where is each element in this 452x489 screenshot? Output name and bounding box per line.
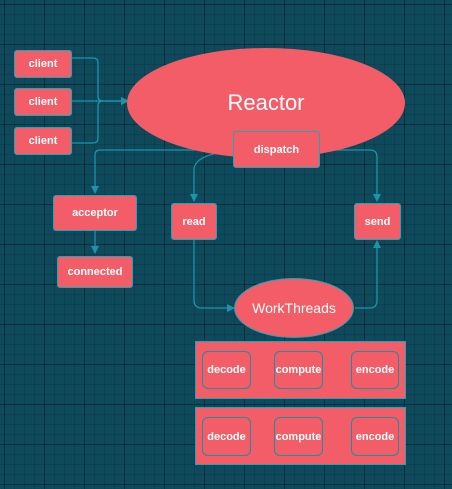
dispatch-node: dispatch — [233, 131, 320, 168]
decode-node-1: decode — [202, 351, 251, 389]
read-node: read — [171, 203, 217, 240]
connector-client3-reactor — [72, 97, 129, 144]
connector-client1-reactor — [72, 57, 129, 105]
client-node-3: client — [14, 127, 72, 155]
connector-dispatch-send — [318, 149, 381, 202]
client-node-1: client — [14, 50, 72, 78]
client-node-2: client — [14, 88, 72, 116]
send-node: send — [354, 203, 401, 240]
encode-node-2: encode — [351, 417, 399, 456]
connector-workthreads-send — [355, 240, 381, 309]
acceptor-node: acceptor — [53, 195, 137, 231]
encode-node-1: encode — [351, 351, 399, 389]
decode-node-2: decode — [202, 417, 251, 456]
connected-node: connected — [57, 256, 133, 288]
connector-read-workthreads — [193, 240, 235, 312]
compute-node-2: compute — [274, 417, 323, 456]
workthreads-ellipse: WorkThreads — [234, 278, 354, 338]
compute-node-1: compute — [274, 351, 323, 389]
connector-dispatch-acceptor — [91, 149, 235, 194]
